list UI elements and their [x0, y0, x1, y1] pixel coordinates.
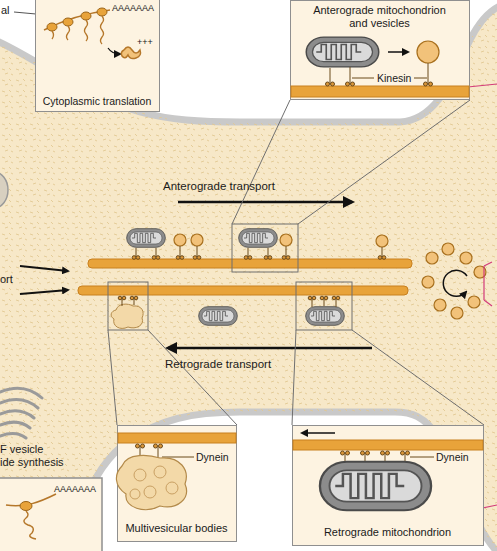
box-title: Retrograde mitochondrion	[294, 526, 482, 539]
cropped-label: F vesicle	[0, 443, 43, 456]
golgi	[0, 388, 42, 438]
transport-arrows	[20, 266, 68, 294]
polypeptide	[24, 511, 36, 539]
movement-arrow	[302, 432, 335, 434]
kinesin-motors	[132, 246, 386, 259]
zoom-lines	[108, 100, 484, 425]
mitochondrion	[306, 307, 345, 326]
synaptic-vesicles	[422, 243, 486, 319]
motor-label: Dynein	[196, 451, 229, 463]
multivesicular-body	[116, 455, 186, 509]
transport-label: Retrograde transport	[165, 358, 271, 371]
intraluminal-vesicles	[130, 466, 178, 499]
box-title: Multivesicular bodies	[119, 522, 235, 535]
synthesis-box	[0, 478, 102, 551]
vesicle	[417, 41, 439, 63]
fold-arrow	[108, 48, 120, 54]
translation-box: Cytoplasmic translation	[35, 0, 160, 112]
ribosomes	[47, 8, 107, 31]
box-title: Anterograde mitochondrion and vesicles	[310, 4, 450, 29]
dynein-motors	[341, 451, 435, 462]
anterograde-arrow	[178, 201, 352, 204]
recycling-arrow	[443, 270, 467, 296]
movement-arrow	[388, 51, 408, 53]
retrograde-box: Retrograde mitochondrion	[292, 425, 484, 546]
mitochondrion	[127, 229, 166, 248]
anterograde-box: Anterograde mitochondrion and vesicles	[290, 0, 470, 100]
mitochondrion	[239, 229, 278, 248]
multivesicular-body	[111, 304, 143, 328]
microtubule	[78, 286, 408, 295]
leader-line	[14, 12, 36, 14]
mitochondrion	[306, 37, 379, 67]
retrograde-arrow	[168, 347, 372, 350]
microtubule	[88, 259, 412, 268]
microtubule	[118, 433, 236, 443]
poly-a-tail: AAAAAAA	[54, 484, 96, 494]
vesicles	[174, 234, 388, 247]
mitochondrion	[320, 462, 431, 511]
multivesicular-box: Multivesicular bodies	[117, 425, 237, 542]
transport-label: Anterograde transport	[163, 180, 275, 193]
dynein-motors	[136, 444, 195, 458]
motor-label: Kinesin	[376, 72, 412, 84]
box-title: Cytoplasmic translation	[37, 95, 158, 107]
microtubule	[293, 440, 483, 450]
folded-protein	[121, 47, 140, 59]
dynein-motors	[118, 296, 340, 307]
mitochondrion	[199, 307, 238, 326]
cropped-label: ort	[0, 273, 13, 286]
charge-label: +++	[137, 37, 153, 47]
poly-a-tail: AAAAAAA	[112, 3, 154, 13]
motor-label: Dynein	[436, 451, 469, 463]
ribosome	[20, 502, 32, 511]
nucleus	[0, 172, 8, 208]
kinesin-motors	[326, 63, 433, 86]
cropped-label: al	[1, 4, 10, 17]
cropped-label: ide synthesis	[0, 456, 64, 469]
microtubule	[291, 86, 469, 97]
nascent-chains	[52, 16, 104, 44]
mrna	[44, 10, 110, 30]
